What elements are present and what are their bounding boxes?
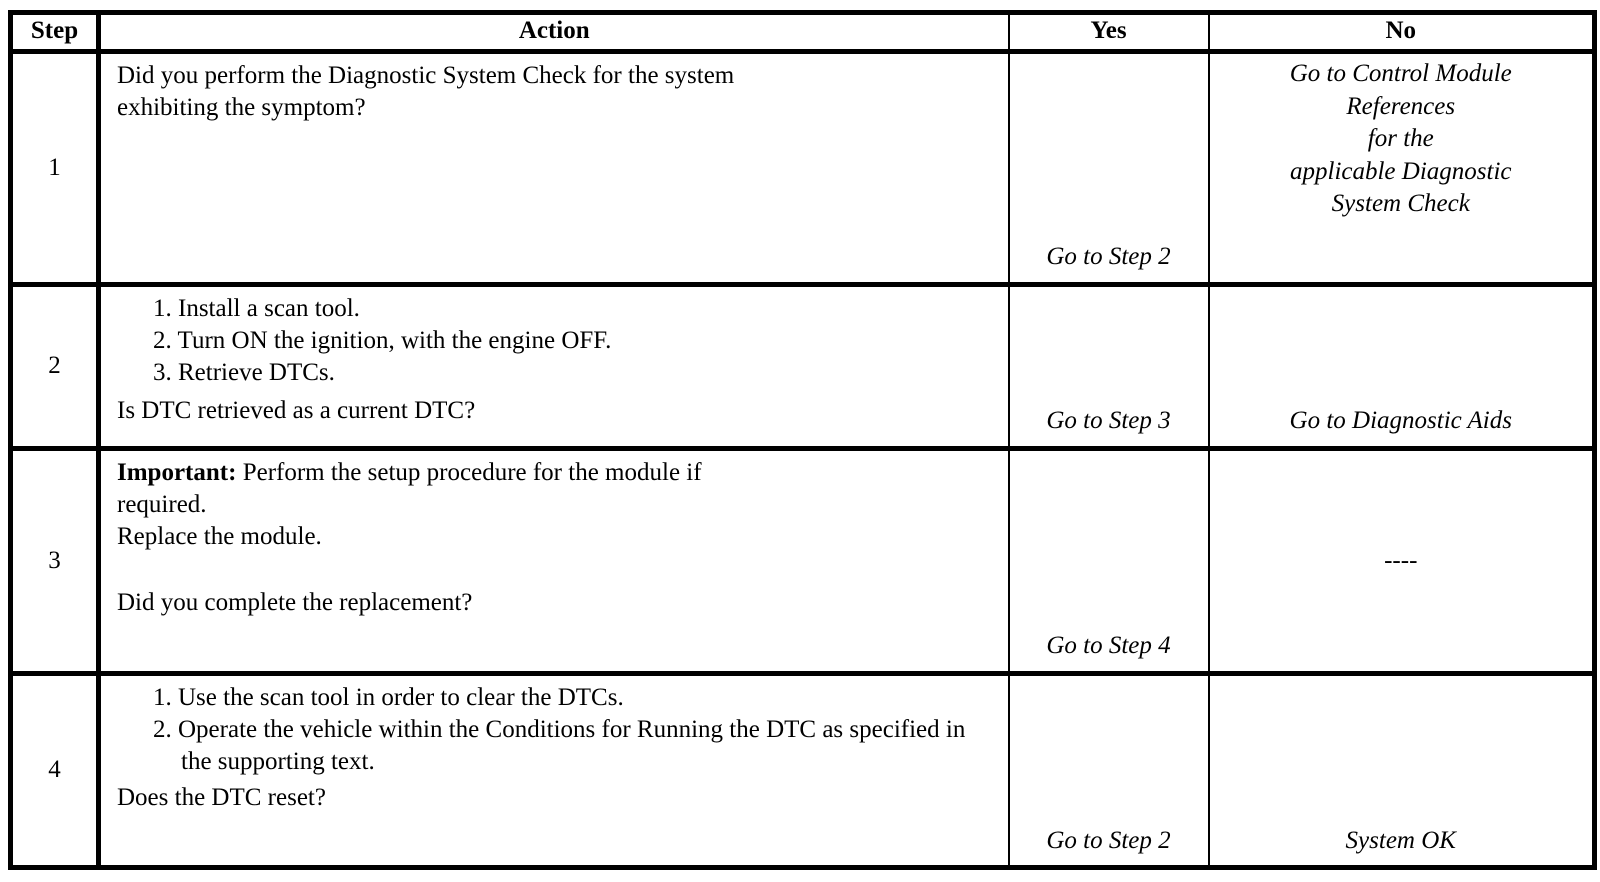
action-step-item: 1. Install a scan tool. — [153, 294, 360, 322]
no-cell: ---- — [1208, 445, 1595, 673]
action-cell: 1. Use the scan tool in order to clear t… — [98, 670, 1010, 868]
yes-answer: Go to Step 2 — [1046, 243, 1171, 271]
spacer — [117, 553, 998, 587]
action-step-item: 1. Use the scan tool in order to clear t… — [153, 683, 624, 711]
action-step-list: 1. Install a scan tool. 2. Turn ON the i… — [117, 293, 998, 389]
no-cell: System OK — [1208, 670, 1595, 868]
action-step-item: 2. Operate the vehicle within the Condit… — [153, 715, 966, 775]
table-header: Step Action Yes No — [10, 12, 1595, 55]
no-answer-block: Go to Control Module References for the … — [1216, 58, 1587, 221]
action-question: Does the DTC reset? — [117, 783, 326, 811]
column-header-step: Step — [10, 12, 101, 55]
yes-answer: Go to Step 2 — [1046, 826, 1171, 854]
header-row: Step Action Yes No — [10, 12, 1595, 55]
action-line: Did you perform the Diagnostic System Ch… — [117, 62, 735, 90]
table-row: 4 1. Use the scan tool in order to clear… — [10, 670, 1595, 868]
action-step-item: 3. Retrieve DTCs. — [153, 358, 335, 386]
important-text: Perform the setup procedure for the modu… — [236, 458, 702, 486]
column-header-yes: Yes — [1008, 12, 1210, 55]
no-answer-line: References — [1346, 92, 1456, 120]
action-instruction: Replace the module. — [117, 522, 322, 550]
no-answer: ---- — [1384, 546, 1418, 574]
step-number: 4 — [10, 670, 101, 868]
important-notice: Important: Perform the setup procedure f… — [117, 457, 998, 489]
yes-cell: Go to Step 2 — [1008, 670, 1210, 868]
action-step-item: 2. Turn ON the ignition, with the engine… — [153, 326, 612, 354]
no-cell: Go to Diagnostic Aids — [1208, 281, 1595, 449]
column-header-no: No — [1208, 12, 1595, 55]
step-number: 3 — [10, 445, 101, 673]
yes-cell: Go to Step 2 — [1008, 51, 1210, 285]
no-cell: Go to Control Module References for the … — [1209, 52, 1595, 284]
table-body: 1 Did you perform the Diagnostic System … — [10, 51, 1595, 868]
action-cell: Did you perform the Diagnostic System Ch… — [98, 51, 1010, 285]
table-row: 3 Important: Perform the setup procedure… — [10, 445, 1595, 673]
step-number: 2 — [10, 281, 101, 449]
no-answer-line: for the — [1367, 125, 1434, 153]
yes-answer: Go to Step 3 — [1046, 407, 1171, 435]
diagnostic-procedure-table: Step Action Yes No 1 Did you perform the… — [8, 10, 1597, 870]
action-cell: 1. Install a scan tool. 2. Turn ON the i… — [98, 281, 1010, 449]
no-answer-line: Go to Control Module — [1289, 60, 1512, 88]
yes-cell: Go to Step 4 — [1008, 445, 1210, 673]
important-label: Important: — [117, 458, 237, 486]
yes-cell: Go to Step 3 — [1008, 281, 1210, 449]
action-line: exhibiting the symptom? — [117, 94, 366, 122]
column-header-action: Action — [98, 12, 1010, 55]
action-step-list: 1. Use the scan tool in order to clear t… — [117, 682, 998, 778]
yes-answer: Go to Step 4 — [1046, 632, 1171, 659]
no-answer: System OK — [1345, 826, 1456, 854]
no-answer-line: System Check — [1331, 190, 1470, 218]
important-continued: required. — [117, 490, 207, 518]
action-question: Is DTC retrieved as a current DTC? — [117, 396, 476, 424]
table-row: 2 1. Install a scan tool. 2. Turn ON the… — [10, 281, 1595, 449]
action-cell: Important: Perform the setup procedure f… — [98, 445, 1010, 673]
no-answer: Go to Diagnostic Aids — [1289, 407, 1512, 435]
step-number: 1 — [10, 51, 101, 285]
action-question: Did you complete the replacement? — [117, 588, 473, 616]
table-row: 1 Did you perform the Diagnostic System … — [10, 51, 1595, 285]
no-answer-line: applicable Diagnostic — [1290, 157, 1512, 185]
